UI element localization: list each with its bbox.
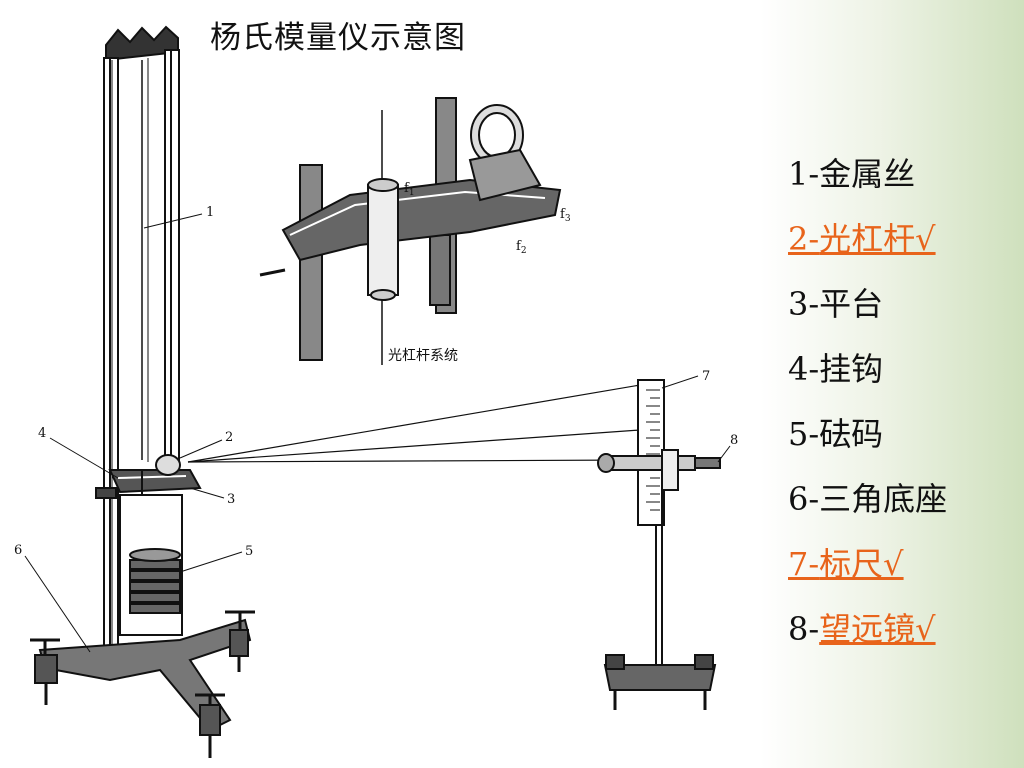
scale-and-telescope xyxy=(597,379,721,710)
svg-text:f3: f3 xyxy=(560,207,571,224)
legend-item-5: 5-砝码 xyxy=(788,410,947,475)
callout-6: 6 xyxy=(14,543,22,558)
legend-num: 8- xyxy=(788,610,820,648)
callout-numbers: 1 2 3 4 5 6 7 8 xyxy=(14,205,738,559)
inset-callout-f1: f xyxy=(404,181,410,196)
legend-num: 3- xyxy=(788,285,820,323)
legend-text: 砝码 xyxy=(819,415,884,453)
callout-7: 7 xyxy=(702,369,710,384)
inset-callout-f1-sub: 1 xyxy=(409,188,415,198)
inset-callout-f3: f xyxy=(560,207,566,222)
legend-item-1: 1-金属丝 xyxy=(788,150,947,215)
callout-2: 2 xyxy=(225,430,233,445)
inset-callout-f2-sub: 2 xyxy=(521,246,527,256)
optical-lever-inset xyxy=(259,97,562,365)
legend-num: 6- xyxy=(788,480,820,518)
legend-item-7: 7-标尺√ xyxy=(788,540,947,605)
inset-callout-f2: f xyxy=(516,239,522,254)
main-stand xyxy=(30,25,255,758)
callout-1: 1 xyxy=(206,205,214,220)
svg-text:f2: f2 xyxy=(516,239,527,256)
legend-text: 标尺√ xyxy=(819,545,904,583)
callout-8: 8 xyxy=(730,433,738,448)
decorative-green-strip xyxy=(760,0,1024,768)
legend-num: 2- xyxy=(788,220,820,258)
inset-callout-f3-sub: 3 xyxy=(565,214,571,224)
legend-item-6: 6-三角底座 xyxy=(788,475,947,540)
legend-text: 三角底座 xyxy=(819,480,948,518)
legend-num: 1- xyxy=(788,155,820,193)
inset-caption: 光杠杆系统 xyxy=(388,348,458,364)
legend-text: 平台 xyxy=(819,285,884,323)
legend-text: 光杠杆√ xyxy=(819,220,936,258)
callout-leaders xyxy=(24,213,731,653)
legend-text: 金属丝 xyxy=(819,155,916,193)
legend-item-4: 4-挂钩 xyxy=(788,345,947,410)
light-path xyxy=(187,384,641,463)
legend-text: 挂钩 xyxy=(819,350,884,388)
parts-legend: 1-金属丝 2-光杠杆√ 3-平台 4-挂钩 5-砝码 6-三角底座 7-标尺√… xyxy=(788,150,947,670)
svg-text:f1: f1 xyxy=(404,181,415,198)
callout-3: 3 xyxy=(227,492,235,507)
slide-title: 杨氏模量仪示意图 xyxy=(210,20,466,56)
callout-4: 4 xyxy=(38,426,46,441)
legend-item-8: 8-望远镜√ xyxy=(788,605,947,670)
legend-num: 5- xyxy=(788,415,820,453)
legend-num: 7- xyxy=(788,545,820,583)
young-modulus-apparatus-diagram: f1 f2 f3 光杠杆系统 1 2 3 4 5 6 7 8 xyxy=(14,25,738,758)
legend-item-3: 3-平台 xyxy=(788,280,947,345)
legend-text: 望远镜√ xyxy=(819,610,936,648)
legend-item-2: 2-光杠杆√ xyxy=(788,215,947,280)
legend-num: 4- xyxy=(788,350,820,388)
inset-subscript-labels: f1 f2 f3 xyxy=(404,181,571,256)
callout-5: 5 xyxy=(245,544,253,559)
